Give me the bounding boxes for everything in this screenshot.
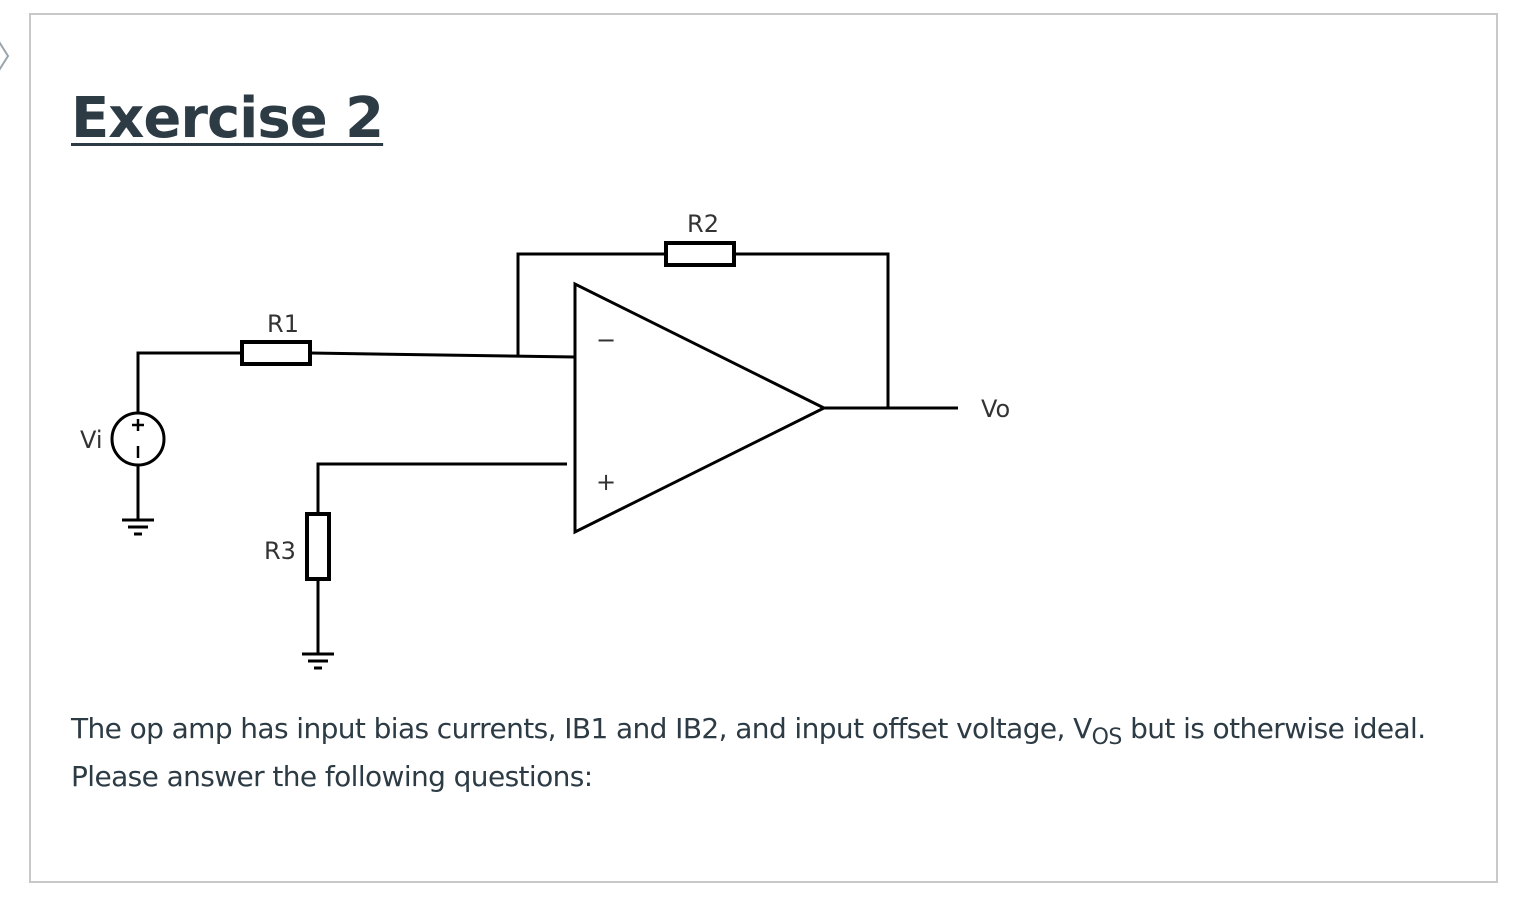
label-r1: R1	[267, 310, 299, 338]
resistor-r3	[305, 512, 331, 581]
wire-feedback-right	[734, 252, 890, 408]
chevron-left-icon[interactable]	[0, 36, 16, 76]
exercise-description: The op amp has input bias currents, IB1 …	[71, 705, 1471, 801]
label-r3: R3	[264, 537, 296, 565]
exercise-card: Exercise 2	[29, 13, 1498, 883]
inverting-input-sign: −	[596, 326, 616, 354]
label-vi: Vi	[80, 426, 103, 454]
noninverting-input-sign: +	[596, 468, 616, 496]
resistor-r1	[240, 340, 312, 366]
page-title: Exercise 2	[71, 86, 384, 151]
label-vo: Vo	[981, 395, 1010, 423]
label-r2: R2	[687, 210, 719, 238]
resistor-r2	[664, 241, 736, 267]
ground-symbol-r3	[302, 652, 334, 670]
description-subscript: OS	[1091, 725, 1123, 750]
description-line2: Please answer the following questions:	[71, 760, 593, 793]
wire-noninverting	[316, 462, 567, 514]
wire-input	[136, 351, 242, 412]
ground-symbol-vi	[122, 518, 154, 536]
description-text-after: but is otherwise ideal.	[1121, 712, 1426, 745]
description-text-before: The op amp has input bias currents, IB1 …	[71, 712, 1092, 745]
wire-r1-to-inverting	[309, 351, 576, 359]
op-amp-circuit-diagram: − + R2 R1 R3 Vi Vo	[80, 210, 1010, 670]
wire-feedback-left	[516, 252, 666, 357]
op-amp	[573, 281, 828, 535]
